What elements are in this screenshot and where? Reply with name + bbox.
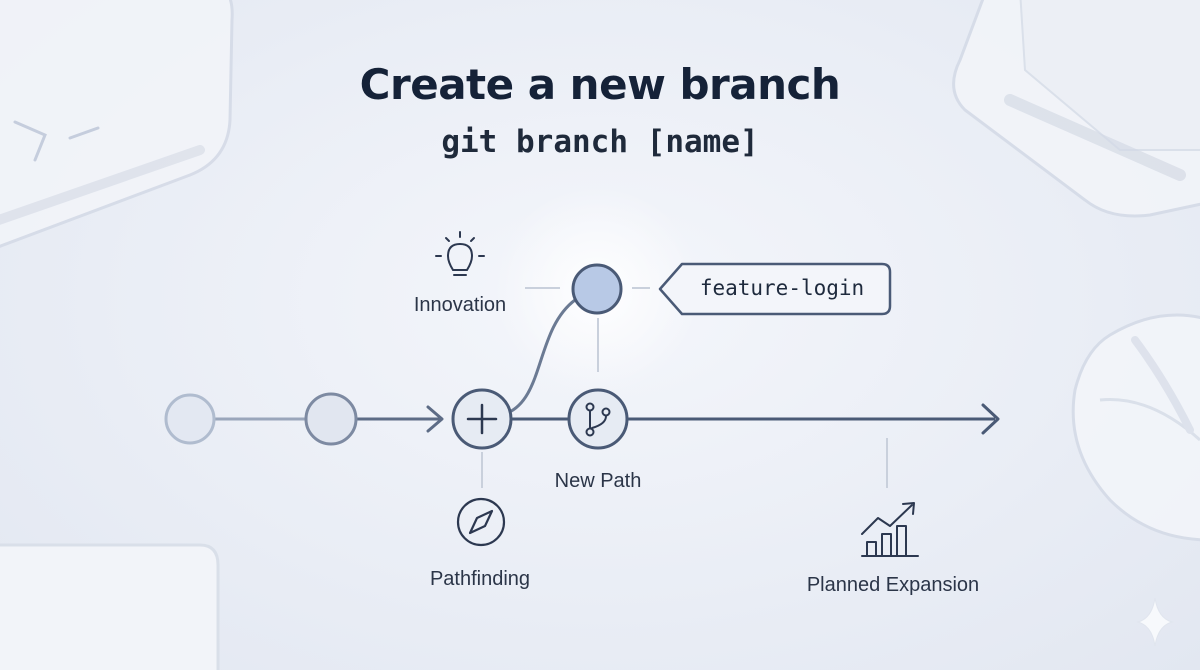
commit-node xyxy=(164,393,216,445)
label-planned-expansion: Planned Expansion xyxy=(806,574,980,596)
label-pathfinding: Pathfinding xyxy=(429,568,531,590)
command-text: git branch [name] xyxy=(441,124,759,160)
label-new-path: New Path xyxy=(554,470,642,492)
growth-chart-icon xyxy=(861,502,919,557)
commit-node xyxy=(304,392,358,446)
branch-curve xyxy=(504,298,576,416)
plus-icon xyxy=(466,403,498,435)
page-title: Create a new branch xyxy=(359,60,841,109)
timeline-arrowhead xyxy=(981,403,1000,435)
timeline-arrowhead xyxy=(426,405,444,433)
branch-head-node xyxy=(571,263,623,315)
new-path-node xyxy=(567,388,629,450)
branch-name-text: feature-login xyxy=(699,276,865,300)
git-branch-icon xyxy=(585,402,611,437)
compass-icon xyxy=(456,497,506,547)
branch-tag-outline xyxy=(658,262,892,316)
label-innovation: Innovation xyxy=(413,294,507,316)
lightbulb-icon xyxy=(435,231,485,276)
branch-name-tag: feature-login xyxy=(660,262,890,314)
